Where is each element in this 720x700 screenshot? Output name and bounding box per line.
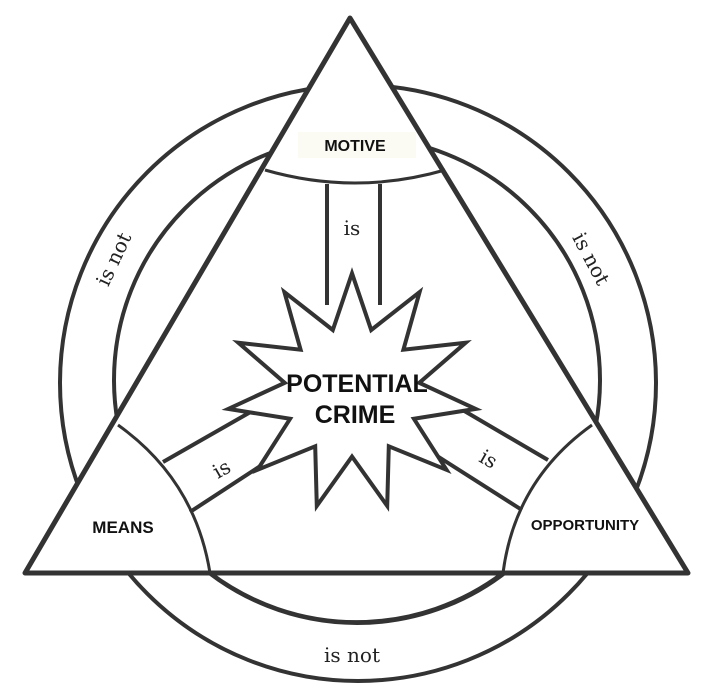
center-label-line2: CRIME bbox=[315, 401, 396, 429]
motive-region-arc bbox=[264, 168, 446, 185]
is-not-bottom-label: is not bbox=[324, 643, 380, 667]
connector-top-label: is bbox=[344, 216, 361, 240]
connector-top bbox=[325, 184, 382, 305]
is-not-right-label: is not bbox=[567, 228, 614, 289]
center-label-line1: POTENTIAL bbox=[286, 370, 428, 398]
opportunity-label: OPPORTUNITY bbox=[531, 517, 639, 534]
potential-crime-star bbox=[221, 267, 483, 512]
opportunity-region-arc bbox=[501, 423, 593, 574]
motive-label-bg bbox=[298, 132, 416, 158]
means-region-arc bbox=[117, 423, 212, 574]
means-label: MEANS bbox=[92, 518, 153, 537]
motive-label: MOTIVE bbox=[324, 138, 386, 155]
inner-circle-bottom-arc bbox=[208, 571, 505, 625]
